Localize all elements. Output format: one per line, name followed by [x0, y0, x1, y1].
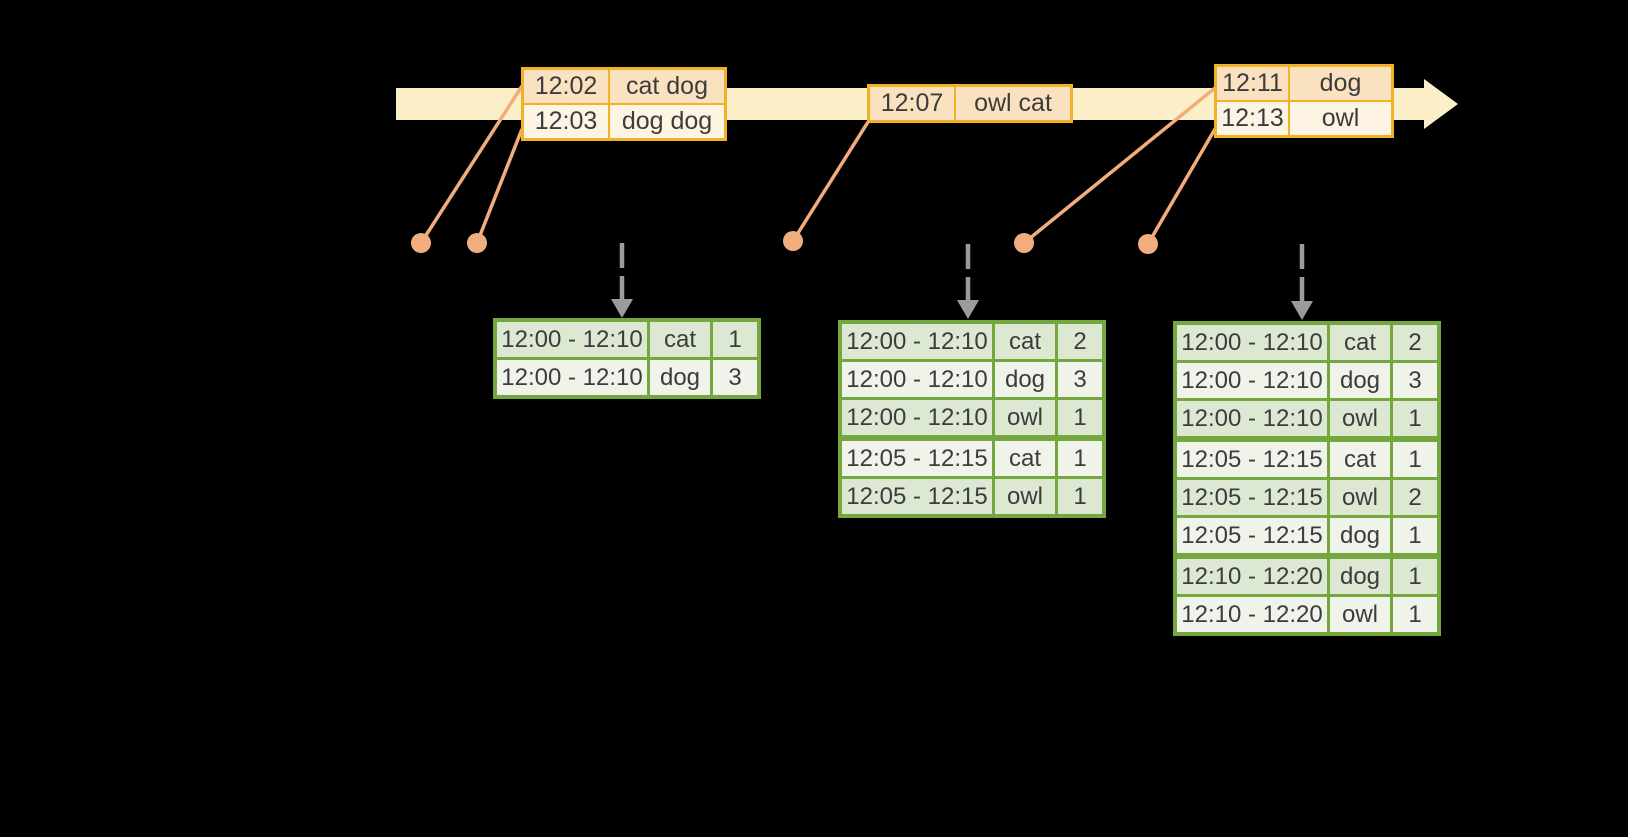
event-row: 12:11 dog	[1217, 67, 1391, 100]
result-window-cell: 12:05 - 12:15	[1177, 480, 1327, 515]
trigger-arrow-icon	[611, 243, 633, 318]
result-word-cell: owl	[1330, 597, 1390, 632]
event-connector-line	[1022, 86, 1217, 245]
result-word-cell: owl	[995, 400, 1055, 435]
event-words-cell: dog dog	[610, 105, 724, 138]
result-word-cell: dog	[650, 360, 710, 395]
result-window-cell: 12:10 - 12:20	[1177, 597, 1327, 632]
result-count-cell: 1	[1058, 400, 1102, 435]
result-count-cell: 2	[1393, 325, 1437, 360]
trigger-arrow-icon	[957, 244, 979, 319]
result-count-cell: 1	[1393, 559, 1437, 594]
event-table-1: 12:02 cat dog 12:03 dog dog	[521, 67, 727, 141]
event-connector-line	[791, 121, 870, 242]
result-row: 12:05 - 12:15 cat 1	[842, 441, 1102, 476]
event-row: 12:13 owl	[1217, 102, 1391, 135]
event-row: 12:03 dog dog	[524, 105, 724, 138]
result-word-cell: dog	[995, 362, 1055, 397]
result-table-1: 12:00 - 12:10 cat 1 12:00 - 12:10 dog 3	[493, 318, 761, 399]
result-window-cell: 12:00 - 12:10	[1177, 363, 1327, 398]
result-word-cell: dog	[1330, 559, 1390, 594]
result-count-cell: 3	[1393, 363, 1437, 398]
result-window-cell: 12:05 - 12:15	[842, 441, 992, 476]
result-row: 12:00 - 12:10 dog 3	[497, 360, 757, 395]
result-count-cell: 1	[1058, 479, 1102, 514]
result-window-cell: 12:10 - 12:20	[1177, 559, 1327, 594]
event-words-cell: cat dog	[610, 70, 724, 103]
event-dot	[467, 233, 487, 253]
event-dot	[783, 231, 803, 251]
result-row: 12:00 - 12:10 dog 3	[842, 362, 1102, 397]
event-connector-line	[1146, 128, 1217, 245]
result-word-cell: dog	[1330, 518, 1390, 553]
timeline-arrowhead-icon	[1424, 79, 1458, 129]
result-count-cell: 1	[1393, 518, 1437, 553]
event-time-cell: 12:02	[524, 70, 608, 103]
event-time-cell: 12:03	[524, 105, 608, 138]
result-table-2: 12:00 - 12:10 cat 2 12:00 - 12:10 dog 3 …	[838, 320, 1106, 518]
result-count-cell: 3	[1058, 362, 1102, 397]
event-time-cell: 12:07	[870, 87, 954, 120]
result-row: 12:05 - 12:15 dog 1	[1177, 518, 1437, 553]
result-count-cell: 1	[1393, 401, 1437, 436]
result-count-cell: 1	[1393, 597, 1437, 632]
event-dot	[1014, 233, 1034, 253]
event-row: 12:02 cat dog	[524, 70, 724, 103]
result-count-cell: 1	[1393, 442, 1437, 477]
event-row: 12:07 owl cat	[870, 87, 1070, 120]
result-word-cell: owl	[1330, 401, 1390, 436]
result-table-3: 12:00 - 12:10 cat 2 12:00 - 12:10 dog 3 …	[1173, 321, 1441, 636]
event-words-cell: dog	[1290, 67, 1391, 100]
result-word-cell: owl	[1330, 480, 1390, 515]
result-count-cell: 1	[1058, 441, 1102, 476]
event-connector-line	[419, 85, 524, 244]
event-table-3: 12:11 dog 12:13 owl	[1214, 64, 1394, 138]
result-row: 12:00 - 12:10 dog 3	[1177, 363, 1437, 398]
event-time-cell: 12:13	[1217, 102, 1288, 135]
event-words-cell: owl	[1290, 102, 1391, 135]
event-time-cell: 12:11	[1217, 67, 1288, 100]
result-window-cell: 12:05 - 12:15	[1177, 442, 1327, 477]
result-word-cell: cat	[995, 441, 1055, 476]
result-row: 12:05 - 12:15 owl 2	[1177, 480, 1437, 515]
result-row: 12:10 - 12:20 dog 1	[1177, 559, 1437, 594]
result-row: 12:00 - 12:10 owl 1	[1177, 401, 1437, 436]
result-row: 12:00 - 12:10 cat 1	[497, 322, 757, 357]
result-window-cell: 12:00 - 12:10	[842, 324, 992, 359]
result-row: 12:05 - 12:15 cat 1	[1177, 442, 1437, 477]
result-word-cell: cat	[650, 322, 710, 357]
result-count-cell: 2	[1393, 480, 1437, 515]
result-count-cell: 3	[713, 360, 757, 395]
result-word-cell: owl	[995, 479, 1055, 514]
result-window-cell: 12:05 - 12:15	[842, 479, 992, 514]
event-dot	[411, 233, 431, 253]
result-row: 12:00 - 12:10 owl 1	[842, 400, 1102, 435]
result-window-cell: 12:00 - 12:10	[842, 400, 992, 435]
event-words-cell: owl cat	[956, 87, 1070, 120]
result-row: 12:00 - 12:10 cat 2	[842, 324, 1102, 359]
result-row: 12:05 - 12:15 owl 1	[842, 479, 1102, 514]
result-row: 12:00 - 12:10 cat 2	[1177, 325, 1437, 360]
result-word-cell: cat	[1330, 442, 1390, 477]
result-count-cell: 1	[713, 322, 757, 357]
result-window-cell: 12:00 - 12:10	[1177, 401, 1327, 436]
result-window-cell: 12:00 - 12:10	[842, 362, 992, 397]
result-window-cell: 12:05 - 12:15	[1177, 518, 1327, 553]
event-connector-line	[475, 128, 524, 244]
result-word-cell: dog	[1330, 363, 1390, 398]
result-window-cell: 12:00 - 12:10	[1177, 325, 1327, 360]
result-window-cell: 12:00 - 12:10	[497, 322, 647, 357]
result-row: 12:10 - 12:20 owl 1	[1177, 597, 1437, 632]
result-word-cell: cat	[1330, 325, 1390, 360]
event-table-2: 12:07 owl cat	[867, 84, 1073, 123]
trigger-arrow-icon	[1291, 244, 1313, 320]
result-count-cell: 2	[1058, 324, 1102, 359]
result-window-cell: 12:00 - 12:10	[497, 360, 647, 395]
event-dot	[1138, 234, 1158, 254]
result-word-cell: cat	[995, 324, 1055, 359]
